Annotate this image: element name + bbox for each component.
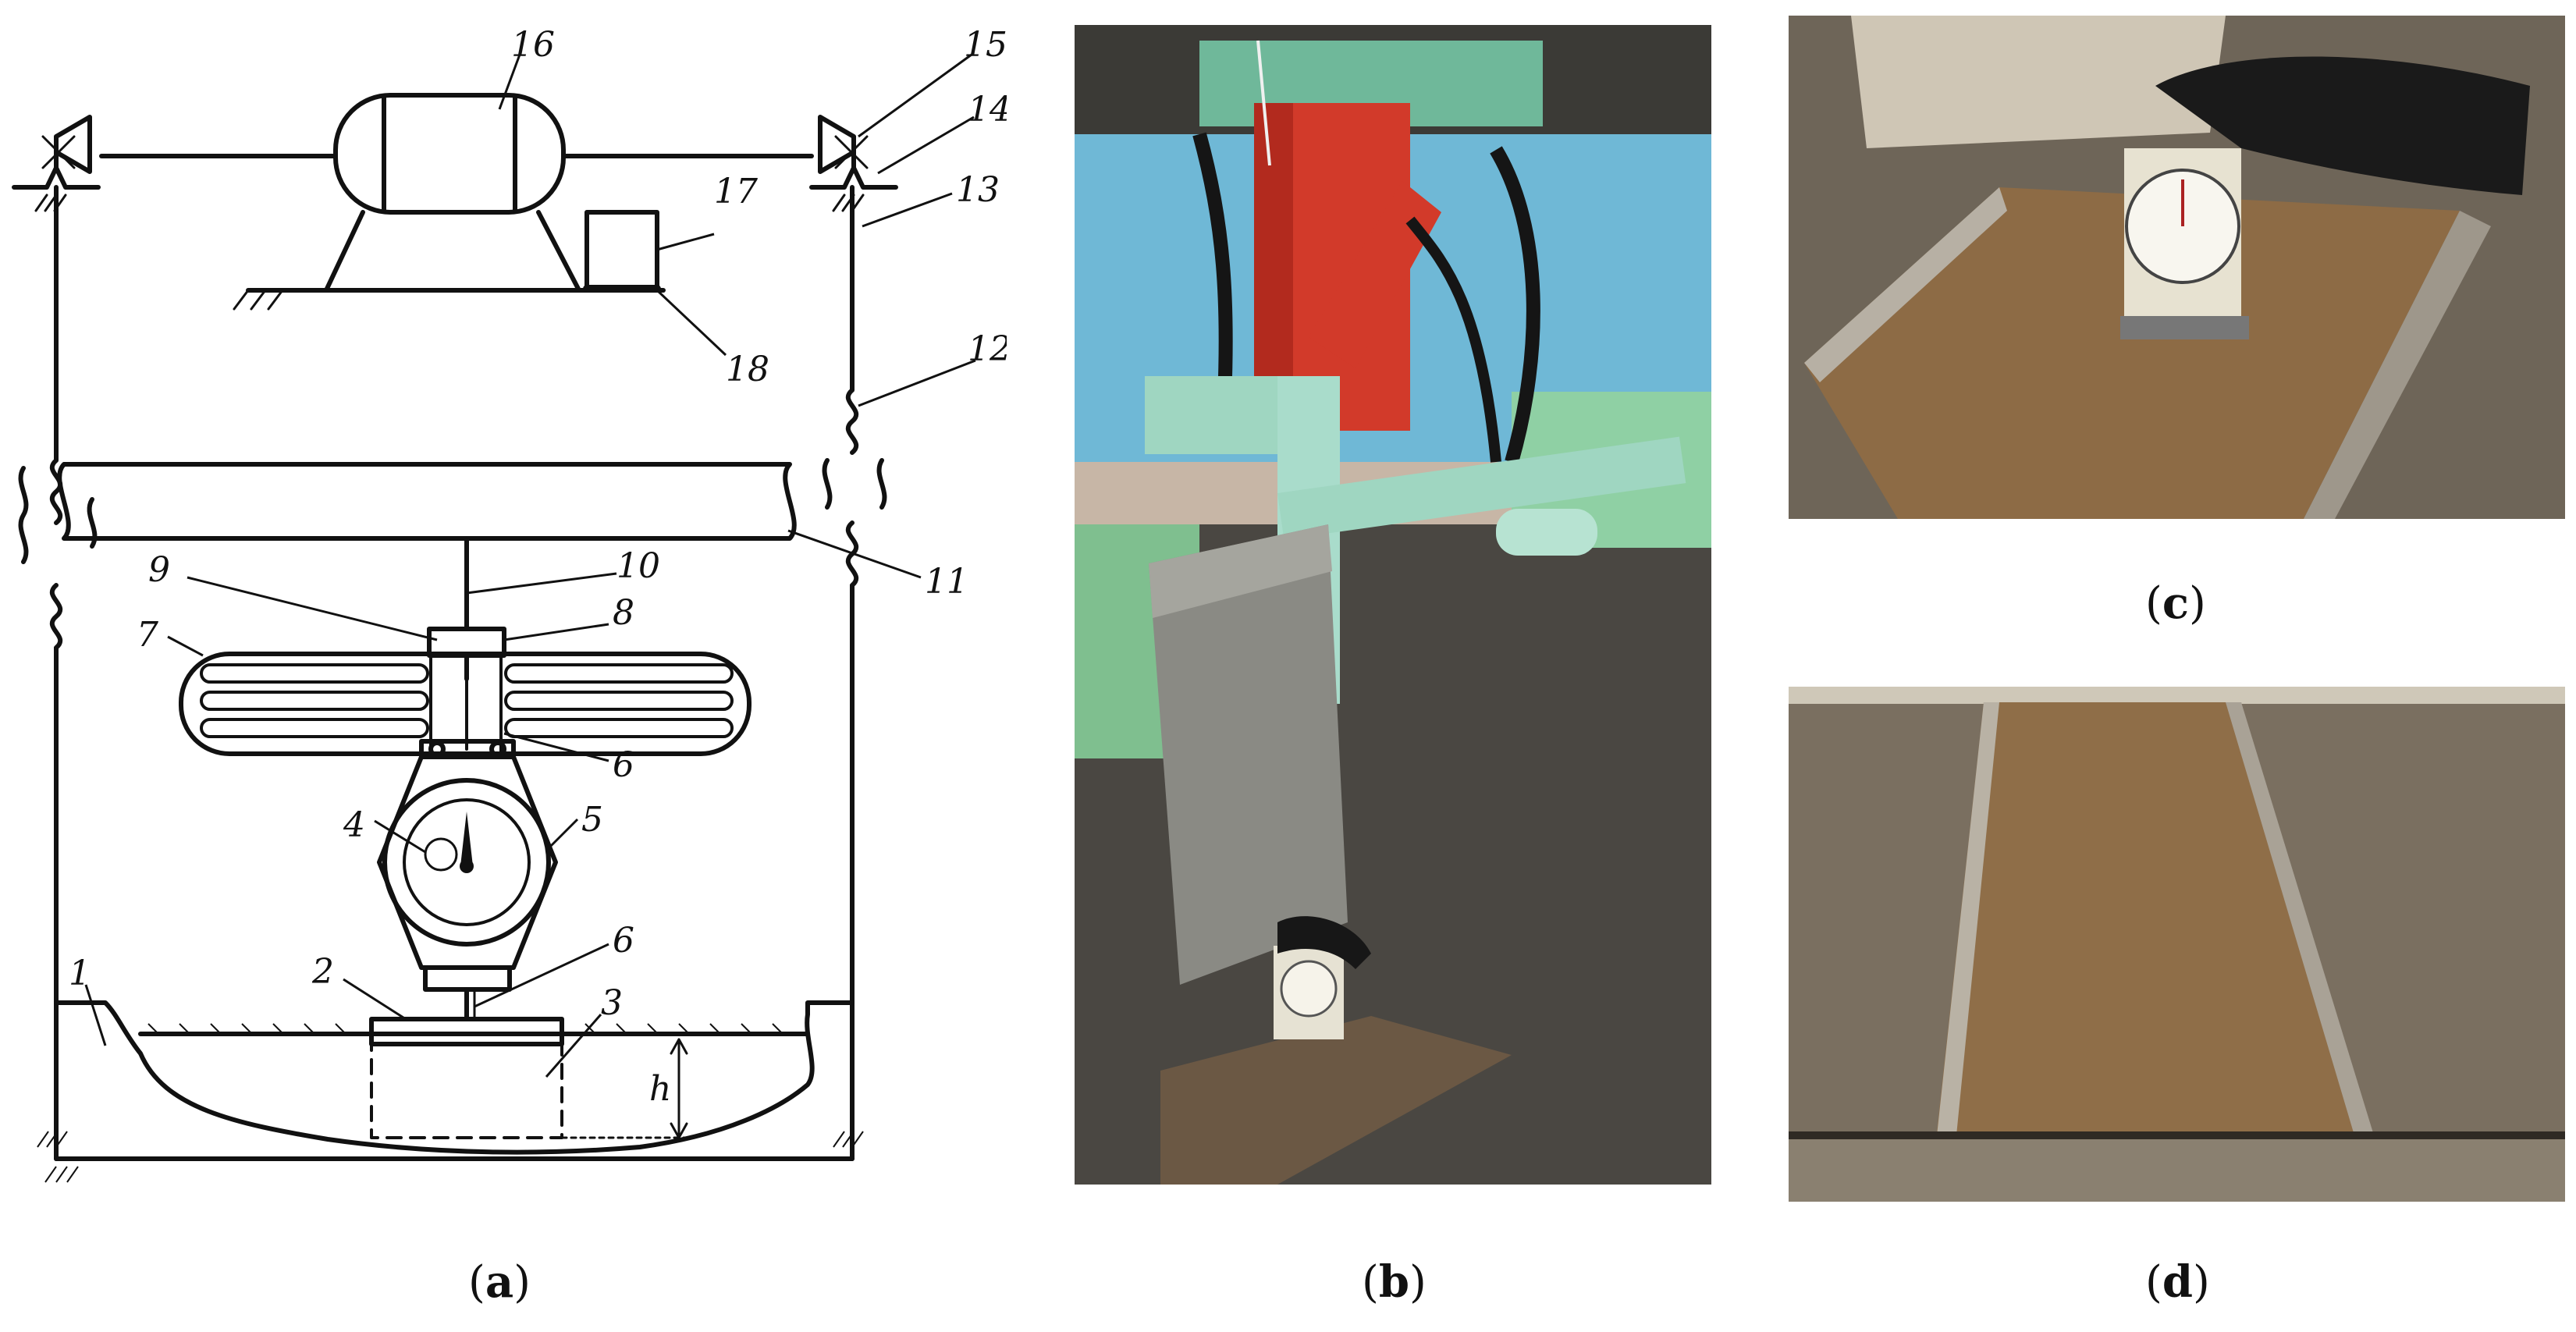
- label-6-lower: 6: [613, 921, 634, 961]
- label-15: 15: [964, 25, 1007, 65]
- left-anchor: [12, 115, 101, 190]
- sample-3: [370, 1043, 563, 1139]
- label-12: 12: [968, 329, 1007, 369]
- label-11: 11: [925, 562, 968, 602]
- label-18: 18: [726, 350, 769, 389]
- label-7: 7: [137, 615, 158, 655]
- right-anchor: [809, 115, 898, 190]
- label-2: 2: [311, 952, 334, 992]
- label-13: 13: [956, 170, 1000, 210]
- photo-b-illustration: [1075, 25, 1711, 1185]
- photo-b: [1075, 25, 1711, 1185]
- schematic-diagram: 16 15 14 13 17 18 12 11 10 9 8 7 6 4 5 6…: [12, 25, 1007, 1183]
- label-5: 5: [581, 800, 603, 840]
- label-9: 9: [148, 550, 170, 590]
- label-6-upper: 6: [613, 745, 634, 785]
- dynamometer-5: [377, 755, 558, 970]
- label-3: 3: [601, 983, 623, 1023]
- photo-d-illustration: [1789, 687, 2565, 1202]
- beam-11: [57, 462, 797, 541]
- caption-a: (a): [468, 1256, 531, 1308]
- label-10: 10: [616, 546, 660, 586]
- label-17: 17: [714, 172, 758, 211]
- tank-16: [333, 93, 566, 215]
- label-h: h: [649, 1069, 671, 1109]
- label-4: 4: [343, 805, 365, 845]
- caption-c: (c): [2145, 577, 2206, 629]
- label-8: 8: [613, 593, 634, 633]
- small-dial-4: [424, 837, 458, 872]
- frame-left-post: [49, 185, 63, 1161]
- box-17: [584, 210, 659, 291]
- coupling-8: [427, 627, 506, 658]
- photo-c: [1789, 16, 2565, 519]
- caption-b: (b): [1362, 1256, 1427, 1308]
- soil-bin-1: [54, 1000, 855, 1155]
- frame-right-post: [845, 185, 859, 1161]
- caption-d: (d): [2145, 1256, 2210, 1308]
- photo-c-illustration: [1789, 16, 2565, 519]
- label-16: 16: [511, 25, 555, 65]
- photo-d: [1789, 687, 2565, 1202]
- label-1: 1: [69, 954, 91, 993]
- label-14: 14: [968, 90, 1007, 130]
